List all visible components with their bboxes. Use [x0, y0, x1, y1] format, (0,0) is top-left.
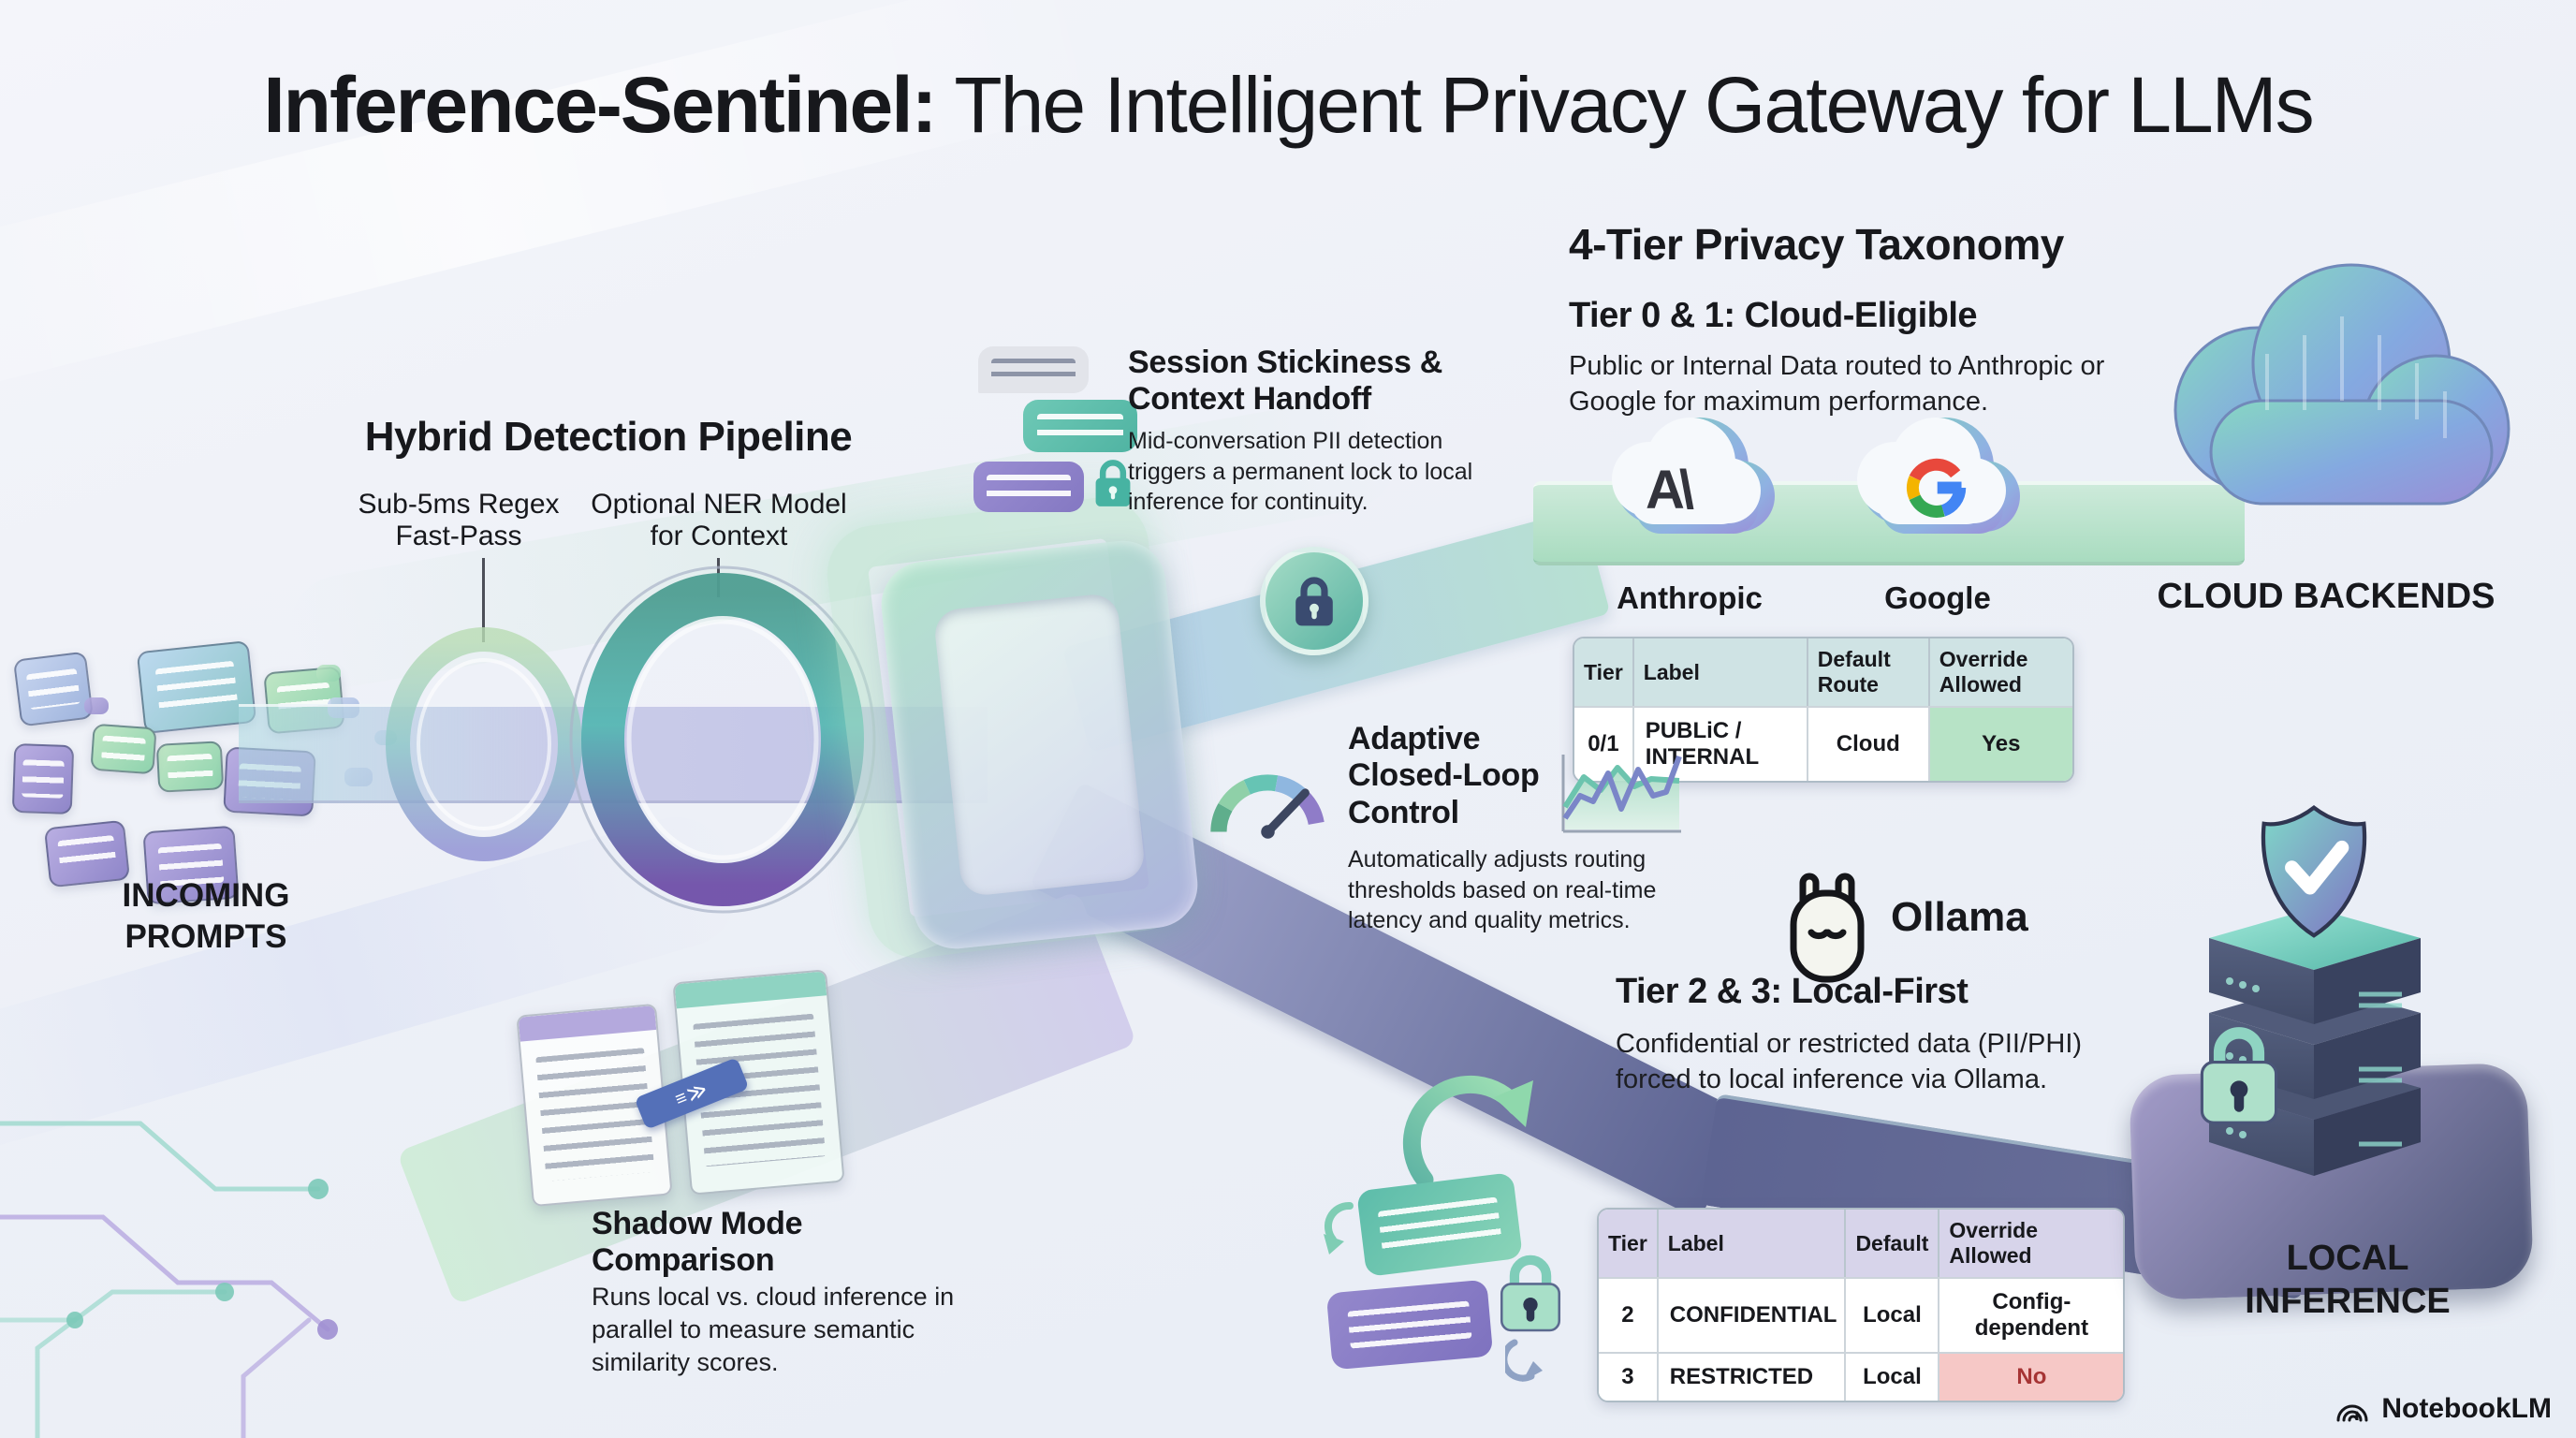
col-header-override: Override Allowed	[1939, 1210, 2124, 1277]
anthropic-label: Anthropic	[1617, 580, 1763, 615]
cloud-tier-table: Tier Label Default Route Override Allowe…	[1573, 637, 2074, 783]
prompt-card-icon	[155, 741, 225, 793]
anthropic-logo-icon: A\	[1646, 460, 1694, 521]
title-brand: Inference-Sentinel:	[263, 61, 937, 149]
table-cell: CONFIDENTIAL	[1658, 1277, 1847, 1352]
detection-stage1-label: Sub-5ms Regex Fast-Pass	[358, 489, 560, 551]
ollama-logo-icon	[1790, 873, 1865, 983]
table-cell: RESTRICTED	[1658, 1352, 1847, 1401]
table-cell: 2	[1599, 1277, 1659, 1352]
local-inference-label: LOCAL INFERENCE	[2245, 1239, 2451, 1321]
shadow-body: Runs local vs. cloud inference in parall…	[592, 1283, 955, 1377]
metrics-chart-icon	[1561, 755, 1682, 833]
adaptive-heading: Adaptive Closed-Loop Control	[1348, 721, 1540, 830]
local-lock-icon	[2200, 1027, 2278, 1124]
prompt-chip-icon	[84, 697, 109, 714]
session-lock-icon	[1095, 460, 1131, 506]
locked-session-icon	[1322, 1172, 1574, 1387]
stage1-connector-line	[482, 558, 485, 642]
col-header-tier: Tier	[1599, 1210, 1659, 1277]
table-cell: Config-dependent	[1939, 1277, 2124, 1352]
local-table-header: Tier Label Default Override Allowed	[1599, 1210, 2124, 1277]
anthropic-cloud-icon	[1612, 418, 1775, 534]
prompt-card-icon	[11, 742, 75, 815]
local-tier-body: Confidential or restricted data (PII/PHI…	[1616, 1029, 2083, 1095]
table-cell: Local	[1846, 1277, 1940, 1352]
page-title: Inference-Sentinel: The Intelligent Priv…	[0, 60, 2576, 151]
chat-bubble-purple-icon	[973, 462, 1084, 512]
local-tier-table: Tier Label Default Override Allowed 2 CO…	[1597, 1208, 2126, 1402]
session-heading: Session Stickiness & Context Handoff	[1128, 345, 1443, 418]
session-chat-icon	[969, 342, 1137, 515]
down-arrow-icon	[1324, 1202, 1354, 1255]
prompt-card-icon	[90, 723, 157, 775]
session-body: Mid-conversation PII detection triggers …	[1128, 428, 1473, 515]
prompt-card-icon	[12, 651, 95, 727]
title-tagline: The Intelligent Privacy Gateway for LLMs	[935, 61, 2314, 149]
circuit-traces-icon	[0, 1121, 338, 1438]
route-lock-badge	[1260, 547, 1368, 655]
chat-bubble-teal-icon	[1023, 400, 1137, 452]
incoming-prompts-label: INCOMING PROMPTS	[122, 877, 290, 955]
cloud-table-header: Tier Label Default Route Override Allowe…	[1574, 638, 2072, 706]
col-header-override: Override Allowed	[1929, 638, 2072, 706]
table-cell: Cloud	[1808, 706, 1930, 781]
table-cell: 0/1	[1574, 706, 1634, 781]
table-row: 2 CONFIDENTIAL Local Config-dependent	[1599, 1277, 2124, 1352]
cloud-tier-body: Public or Internal Data routed to Anthro…	[1569, 351, 2105, 418]
table-row: 3 RESTRICTED Local No	[1599, 1352, 2124, 1401]
detection-heading: Hybrid Detection Pipeline	[364, 414, 853, 460]
chat-bubble-purple-icon	[1325, 1279, 1494, 1371]
local-tier-heading: Tier 2 & 3: Local-First	[1616, 972, 1969, 1011]
detection-rings-icon	[386, 565, 876, 914]
down-arrow-icon	[1505, 1339, 1543, 1382]
notebooklm-watermark: NotebookLM	[2334, 1393, 2552, 1425]
col-header-label: Label	[1633, 638, 1808, 706]
taxonomy-heading: 4-Tier Privacy Taxonomy	[1569, 220, 2064, 269]
shadow-heading: Shadow Mode Comparison	[592, 1206, 803, 1279]
google-label: Google	[1884, 580, 1991, 615]
adaptive-body: Automatically adjusts routing thresholds…	[1348, 846, 1657, 933]
prompt-chip-icon	[316, 665, 341, 682]
table-cell-no: No	[1939, 1352, 2124, 1401]
col-header-default-route: Default Route	[1808, 638, 1930, 706]
ollama-label: Ollama	[1891, 894, 2028, 940]
chat-bubble-gray-icon	[978, 346, 1089, 393]
table-cell: Local	[1846, 1352, 1940, 1401]
col-header-label: Label	[1658, 1210, 1847, 1277]
notebooklm-logo-icon	[2336, 1404, 2368, 1422]
table-row: 0/1 PUBLiC / INTERNAL Cloud Yes	[1574, 706, 2072, 781]
refresh-loop-icon	[1402, 1075, 1533, 1189]
table-cell: PUBLiC / INTERNAL	[1633, 706, 1808, 781]
session-lock-icon	[1500, 1255, 1561, 1332]
table-cell-yes: Yes	[1929, 706, 2072, 781]
gauge-icon	[1210, 774, 1325, 839]
shield-check-icon	[2261, 805, 2367, 938]
table-cell: 3	[1599, 1352, 1659, 1401]
cloud-tier-heading: Tier 0 & 1: Cloud-Eligible	[1569, 296, 1978, 335]
col-header-tier: Tier	[1574, 638, 1634, 706]
google-logo-icon	[1907, 458, 1967, 518]
notebooklm-label: NotebookLM	[2381, 1393, 2552, 1424]
cloud-backends-label: CLOUD BACKENDS	[2157, 577, 2496, 616]
detection-stage2-label: Optional NER Model for Context	[591, 489, 847, 551]
privacy-gate-icon	[877, 536, 1202, 953]
col-header-default: Default	[1846, 1210, 1940, 1277]
cloud-backends-icon	[2174, 263, 2510, 506]
lock-icon	[1295, 577, 1333, 626]
